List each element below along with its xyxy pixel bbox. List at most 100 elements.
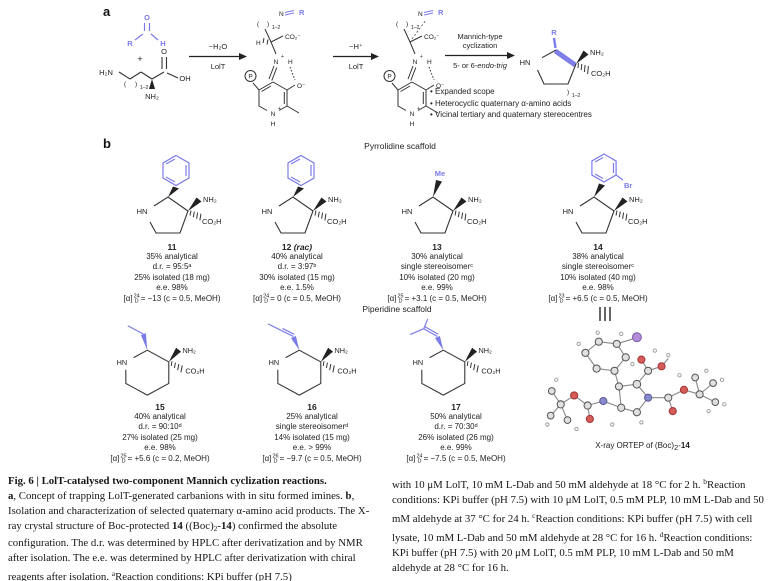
compound-card-15: HN NH₂ CO₂H 15 40% analytical d.r. = 90:… [80,317,240,465]
svg-text:NH₂: NH₂ [203,195,217,204]
xray-ortep-drawing [545,330,727,432]
compound-15-structure: HN NH₂ CO₂H [117,325,204,396]
cyclic-product-structure: R HN NH₂ CO₂H ) 1–2 [520,28,611,99]
compound-stat: single stereoisomerᶜ [561,262,635,272]
svg-text:CO₂H: CO₂H [337,367,356,376]
reaction-step-3: Mannich-type cyclization 5- or 6-endo-tr… [443,32,517,70]
svg-text:1–2: 1–2 [411,25,420,31]
compound-card-17: HN NH₂ CO₂H 17 50% analytical d.r. = 70:… [376,317,536,465]
svg-text:(: ( [396,21,399,28]
compound-11-structure: HN NH₂ CO₂H [137,154,222,234]
compound-stat: 40% analytical [271,252,323,261]
svg-text:CO₂H: CO₂H [628,217,648,226]
compound-number: 16 [307,402,317,412]
svg-text:HN: HN [520,58,531,67]
svg-text:NH₂: NH₂ [590,48,604,57]
arrow-top-label-2: cyclization [462,41,498,50]
arrow-bottom-label: 5- or 6-endo-trig [453,61,507,70]
compound-stat: e.e. 98% [156,283,188,293]
reaction-step-1: −H₂O LolT [188,42,248,71]
svg-text:(: ( [257,21,260,28]
compound-stat: d.r. = 3:97ᵇ [277,262,317,272]
svg-text:): ) [406,21,408,28]
caption-right-column: with 10 μM LolT, 10 mM L-Dab and 50 mM a… [392,474,766,576]
caption-left-body: a, Concept of trapping LolT-generated ca… [8,490,370,581]
svg-text:NH₂: NH₂ [629,195,643,204]
svg-text:H₂N: H₂N [99,68,113,77]
caption-right-body: with 10 μM LolT, 10 mM L-Dab and 50 mM a… [392,477,764,574]
svg-text:CO₂⁻: CO₂⁻ [424,34,440,41]
compound-stat: e.e. 99% [421,283,453,293]
svg-text:HN: HN [269,358,280,367]
svg-text:N: N [279,11,284,18]
svg-text:R: R [551,28,557,37]
svg-text:O: O [161,47,167,56]
svg-text:CO₂H: CO₂H [481,367,500,376]
compound-stat: e.e. 98% [582,283,614,293]
svg-text:NH₂: NH₂ [334,346,348,355]
svg-text:HN: HN [137,207,148,216]
svg-text:R: R [438,8,444,17]
svg-text:NH₂: NH₂ [478,346,492,355]
svg-text:+: + [420,54,423,60]
compound-card-11: HN NH₂ CO₂H 11 35% analytical d.r. = 95:… [92,149,252,305]
compound-stat: 40% analytical [134,412,186,421]
svg-text:H: H [427,59,432,66]
right-arrow-icon [189,53,247,60]
svg-text:+: + [417,106,420,112]
svg-text:N: N [410,111,415,118]
compound-stat: 10% isolated (20 mg) [399,272,475,282]
svg-text:H: H [410,121,415,128]
svg-text:+: + [278,106,281,112]
svg-text:N: N [271,111,276,118]
compound-stat: e.e. 1.5% [280,283,314,293]
compound-number: 14 [593,242,603,252]
arrow-bottom-label: LolT [210,62,226,71]
plus-sign: + [137,54,142,64]
right-arrow-icon [333,53,379,60]
compound-stat: e.e. 98% [144,443,176,453]
svg-text:N: N [274,59,279,66]
compound-number: 17 [451,402,461,412]
compound-stat: e.e. 99% [440,443,472,453]
compound-17-structure: HN NH₂ CO₂H [409,318,500,396]
svg-text:(: ( [124,81,127,88]
svg-text:CO₂H: CO₂H [467,217,487,226]
svg-text:CO₂H: CO₂H [327,217,347,226]
compound-stat: single stereoisomerᵈ [275,422,349,432]
pyrrolidine-scaffold-header: Pyrrolidine scaffold [364,141,436,151]
compound-number: 11 [167,242,177,252]
compound-stat: 30% isolated (15 mg) [259,272,335,282]
compound-number: 13 [432,242,442,252]
compound-card-12: HN NH₂ CO₂H 12 (rac) 40% analytical d.r.… [217,149,377,305]
svg-text:O: O [144,13,150,22]
svg-text:OH: OH [179,74,190,83]
plp-intermediate-1-structure: ( ) 1–2 N R H CO₂⁻ N + H O⁻ N + H P [244,8,306,128]
compound-stat: d.r. = 70:30ᵈ [434,422,478,432]
svg-text:HN: HN [262,207,273,216]
compound-stat: e.e. > 99% [292,443,332,453]
svg-text:O⁻: O⁻ [297,83,306,90]
compound-14-structure: Br HN NH₂ CO₂H [563,153,648,234]
svg-text:H: H [256,40,261,47]
svg-text:NH₂: NH₂ [468,195,482,204]
compound-stat: 35% analytical [146,252,198,261]
compound-stat: d.r. = 90:10ᵈ [138,422,182,432]
compound-stat: 50% analytical [430,412,482,421]
svg-text:NH₂: NH₂ [328,195,342,204]
right-arrow-icon [445,52,515,59]
panel-a-bullet-list: Expanded scope Heterocyclic quaternary α… [430,86,592,121]
compound-number: 12 (rac) [281,242,313,252]
svg-text:NH₂: NH₂ [182,346,196,355]
bullet-item: Expanded scope [430,86,592,98]
svg-text:CO₂H: CO₂H [591,69,611,78]
svg-text:H: H [288,59,293,66]
svg-text:1–2: 1–2 [272,25,281,31]
compound-stat: 25% isolated (18 mg) [134,272,210,282]
svg-text:R: R [127,39,133,48]
